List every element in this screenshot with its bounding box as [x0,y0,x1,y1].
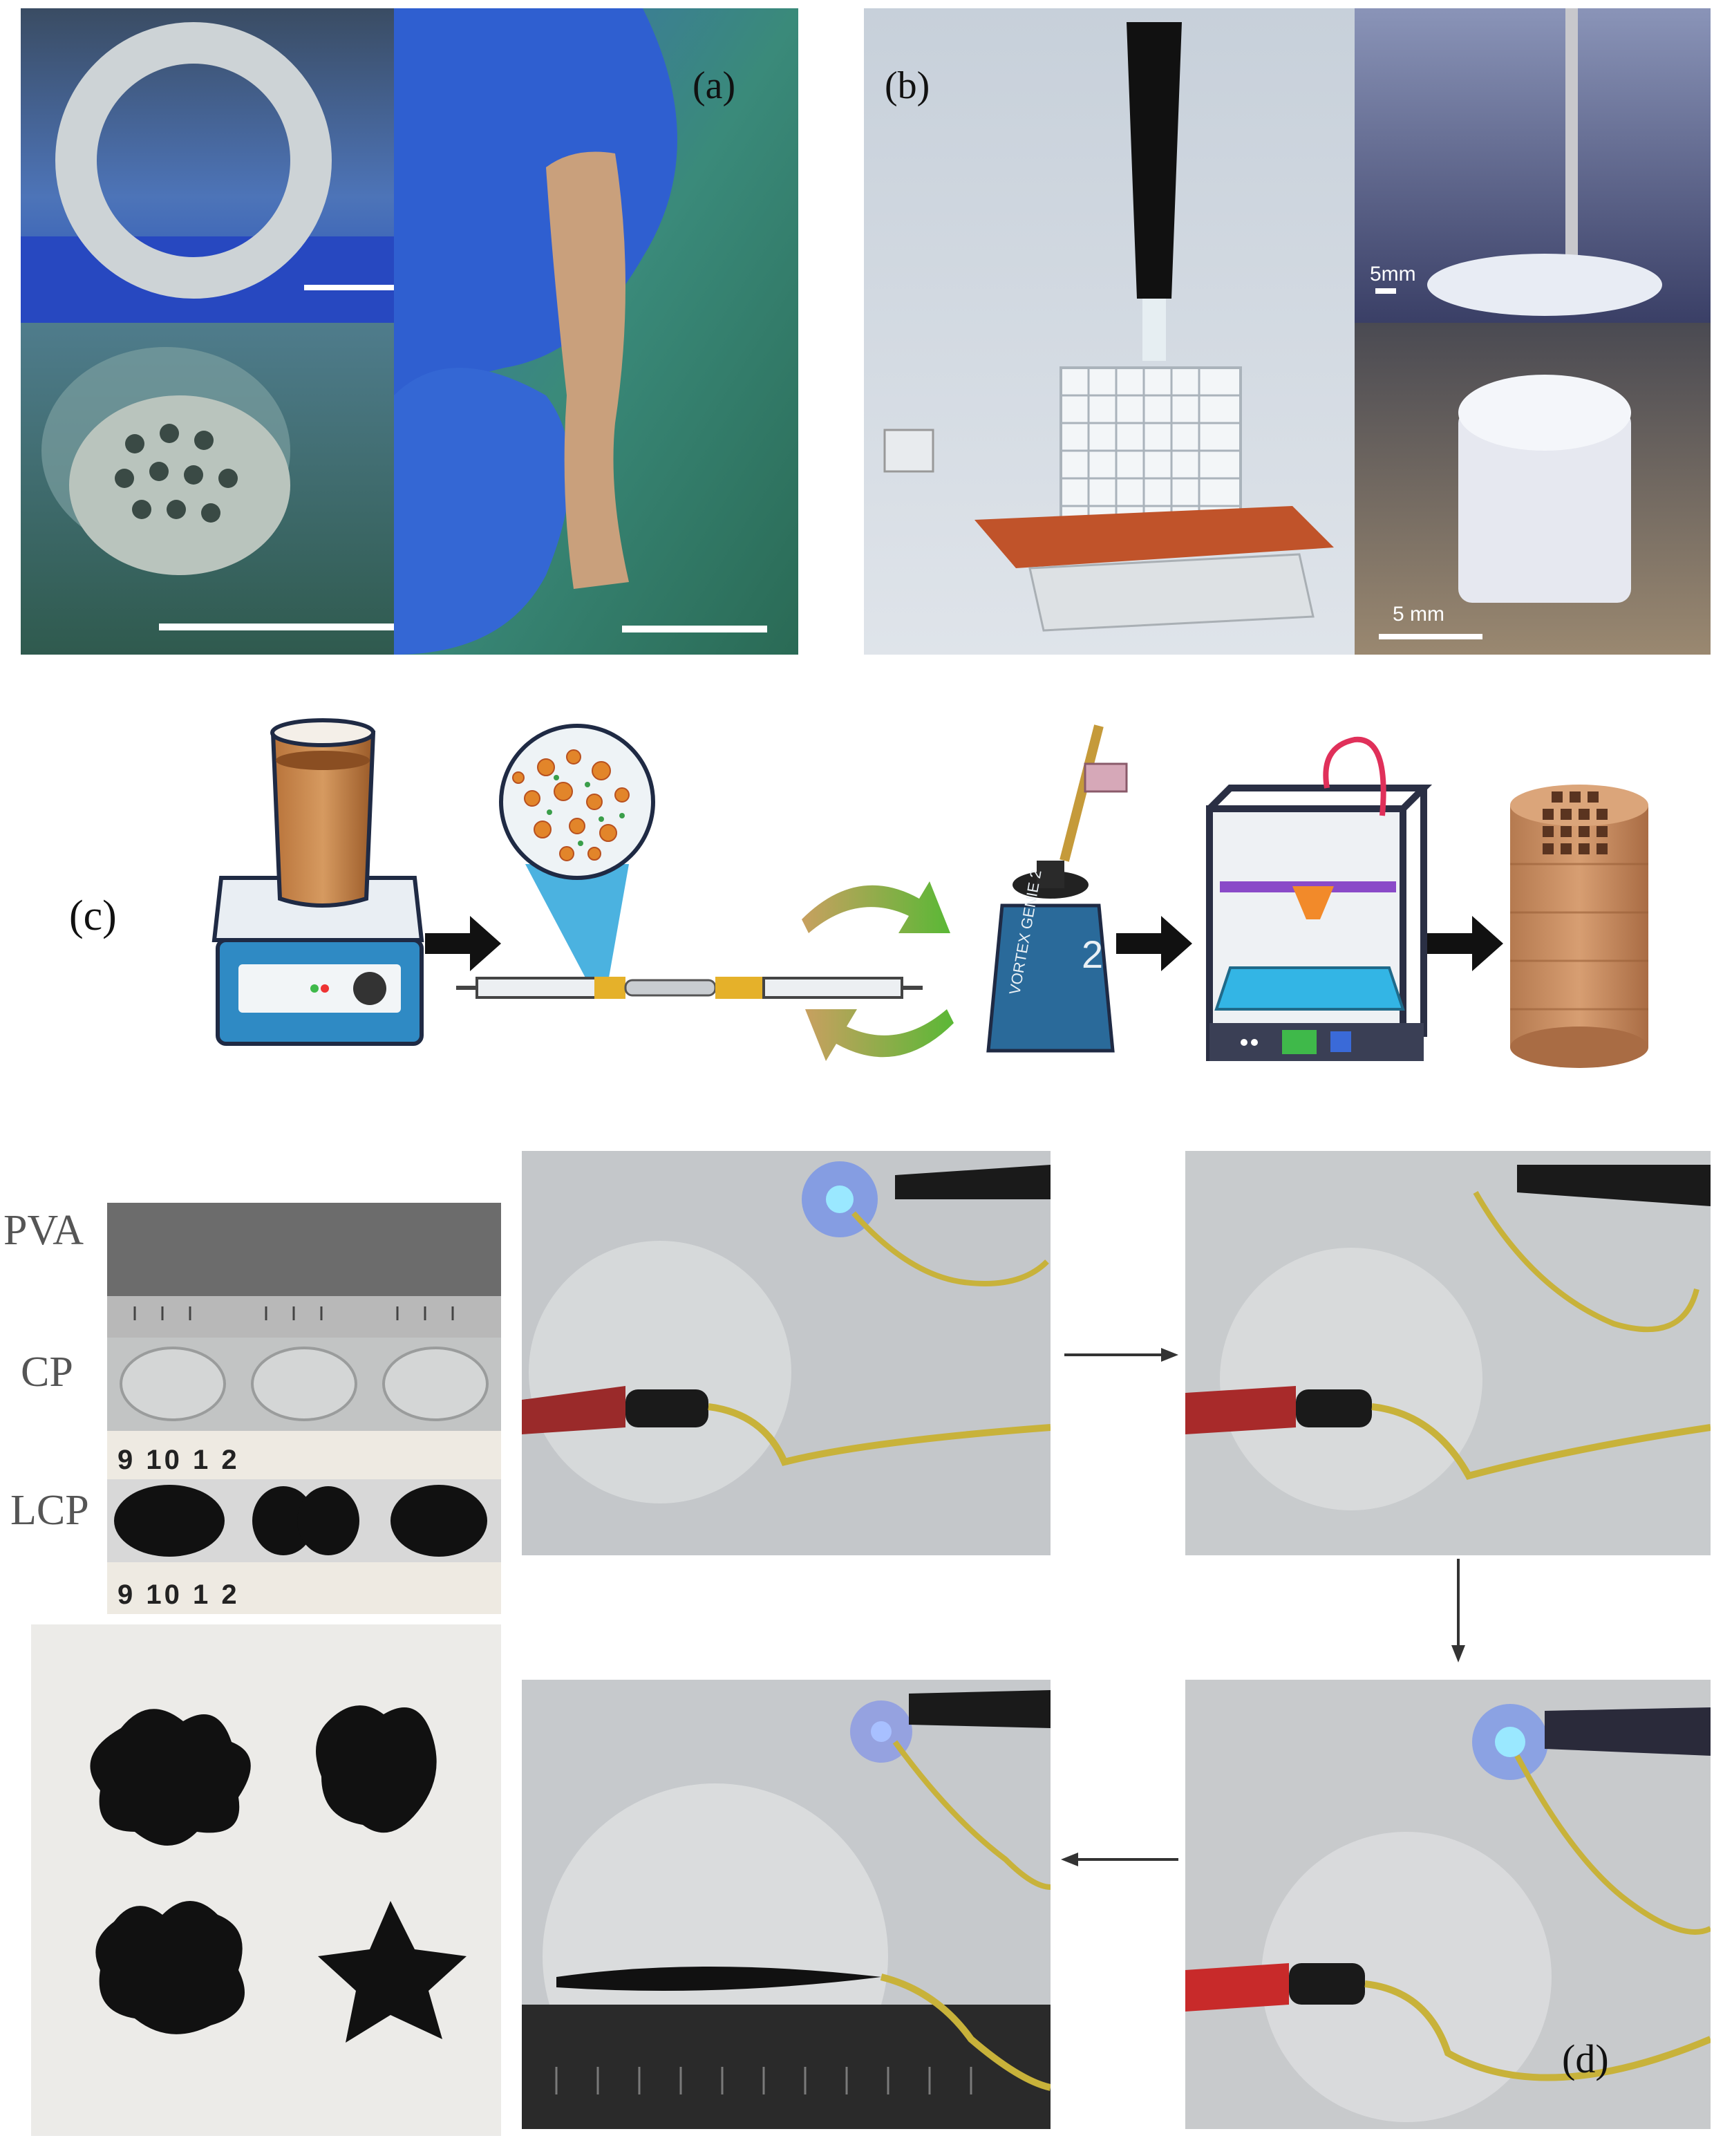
panel-c-workflow: VORTEX GENIE 2 2 [211,718,1648,1068]
syringe-pair [456,977,923,999]
row-label-lcp: LCP [10,1487,89,1534]
arrow-icon [1427,916,1503,971]
nozzle [1127,22,1182,299]
printed-strip [546,151,629,589]
pva-samples [107,1203,501,1296]
arrow-icon [1116,916,1192,971]
panel-b-label: (b) [885,64,930,107]
scale-bar [159,624,397,630]
panel-d-label: (d) [1562,2036,1609,2081]
heart-shape [316,1705,437,1833]
ruler-lcp: 9 10 1 2 [117,1579,240,1610]
panel-b-scale-bottom: 5 mm [1393,603,1444,626]
led-photo-4 [1185,1680,1711,2129]
row-label-pva: PVA [3,1207,84,1254]
panel-a: (a) [21,8,798,655]
printed-mesh [69,395,290,575]
ruler-cp: 9 10 1 2 [117,1445,240,1475]
panel-b-scale-top: 5mm [1370,263,1416,285]
3d-printer [1206,736,1433,1061]
vortex-mixer [986,724,1128,1053]
led-photo-1 [522,1151,1051,1555]
sample-grid [107,1203,501,1614]
row-label-cp: CP [21,1349,73,1396]
led-on-icon [826,1185,854,1213]
panel-b-photo [864,8,1711,655]
flower-shape [90,1709,251,1846]
scale-bar [622,626,767,632]
scale-bar [304,285,394,290]
cycle-arrow-icon [805,1009,954,1061]
printed-porous-cylinder [1510,785,1648,1068]
panel-d: PVA CP LCP 9 10 1 2 9 10 1 2 [0,1134,1714,2156]
stretched-sample [556,1967,881,1991]
arrow-icon [425,916,501,971]
star-shape [318,1901,467,2043]
led-photo-2 [1185,1151,1711,1555]
scale-bar [1379,634,1482,639]
panel-c-label: (c) [69,892,117,939]
magnified-mixture [499,724,655,982]
panel-c: (c) [0,705,1714,1092]
beaker [270,718,376,908]
led-on-icon [1495,1727,1525,1757]
printed-cylinder [1458,409,1631,603]
printed-ring [55,22,332,299]
cycle-arrow-icon [802,881,950,933]
led-photo-3 [522,1680,1051,2129]
build-plate [974,506,1334,568]
arrow-right-icon [1064,1348,1178,1362]
panel-a-label: (a) [693,64,736,107]
lcp-shapes-photo [31,1624,501,2136]
arrow-down-icon [1451,1559,1465,1662]
panel-a-photo [21,8,798,655]
bear-shape [95,1901,245,2034]
led-dim-icon [871,1721,892,1742]
arrow-left-icon [1061,1853,1178,1866]
svg-text:2: 2 [1082,932,1103,976]
panel-b: (b) 5mm 5 mm [864,8,1711,655]
